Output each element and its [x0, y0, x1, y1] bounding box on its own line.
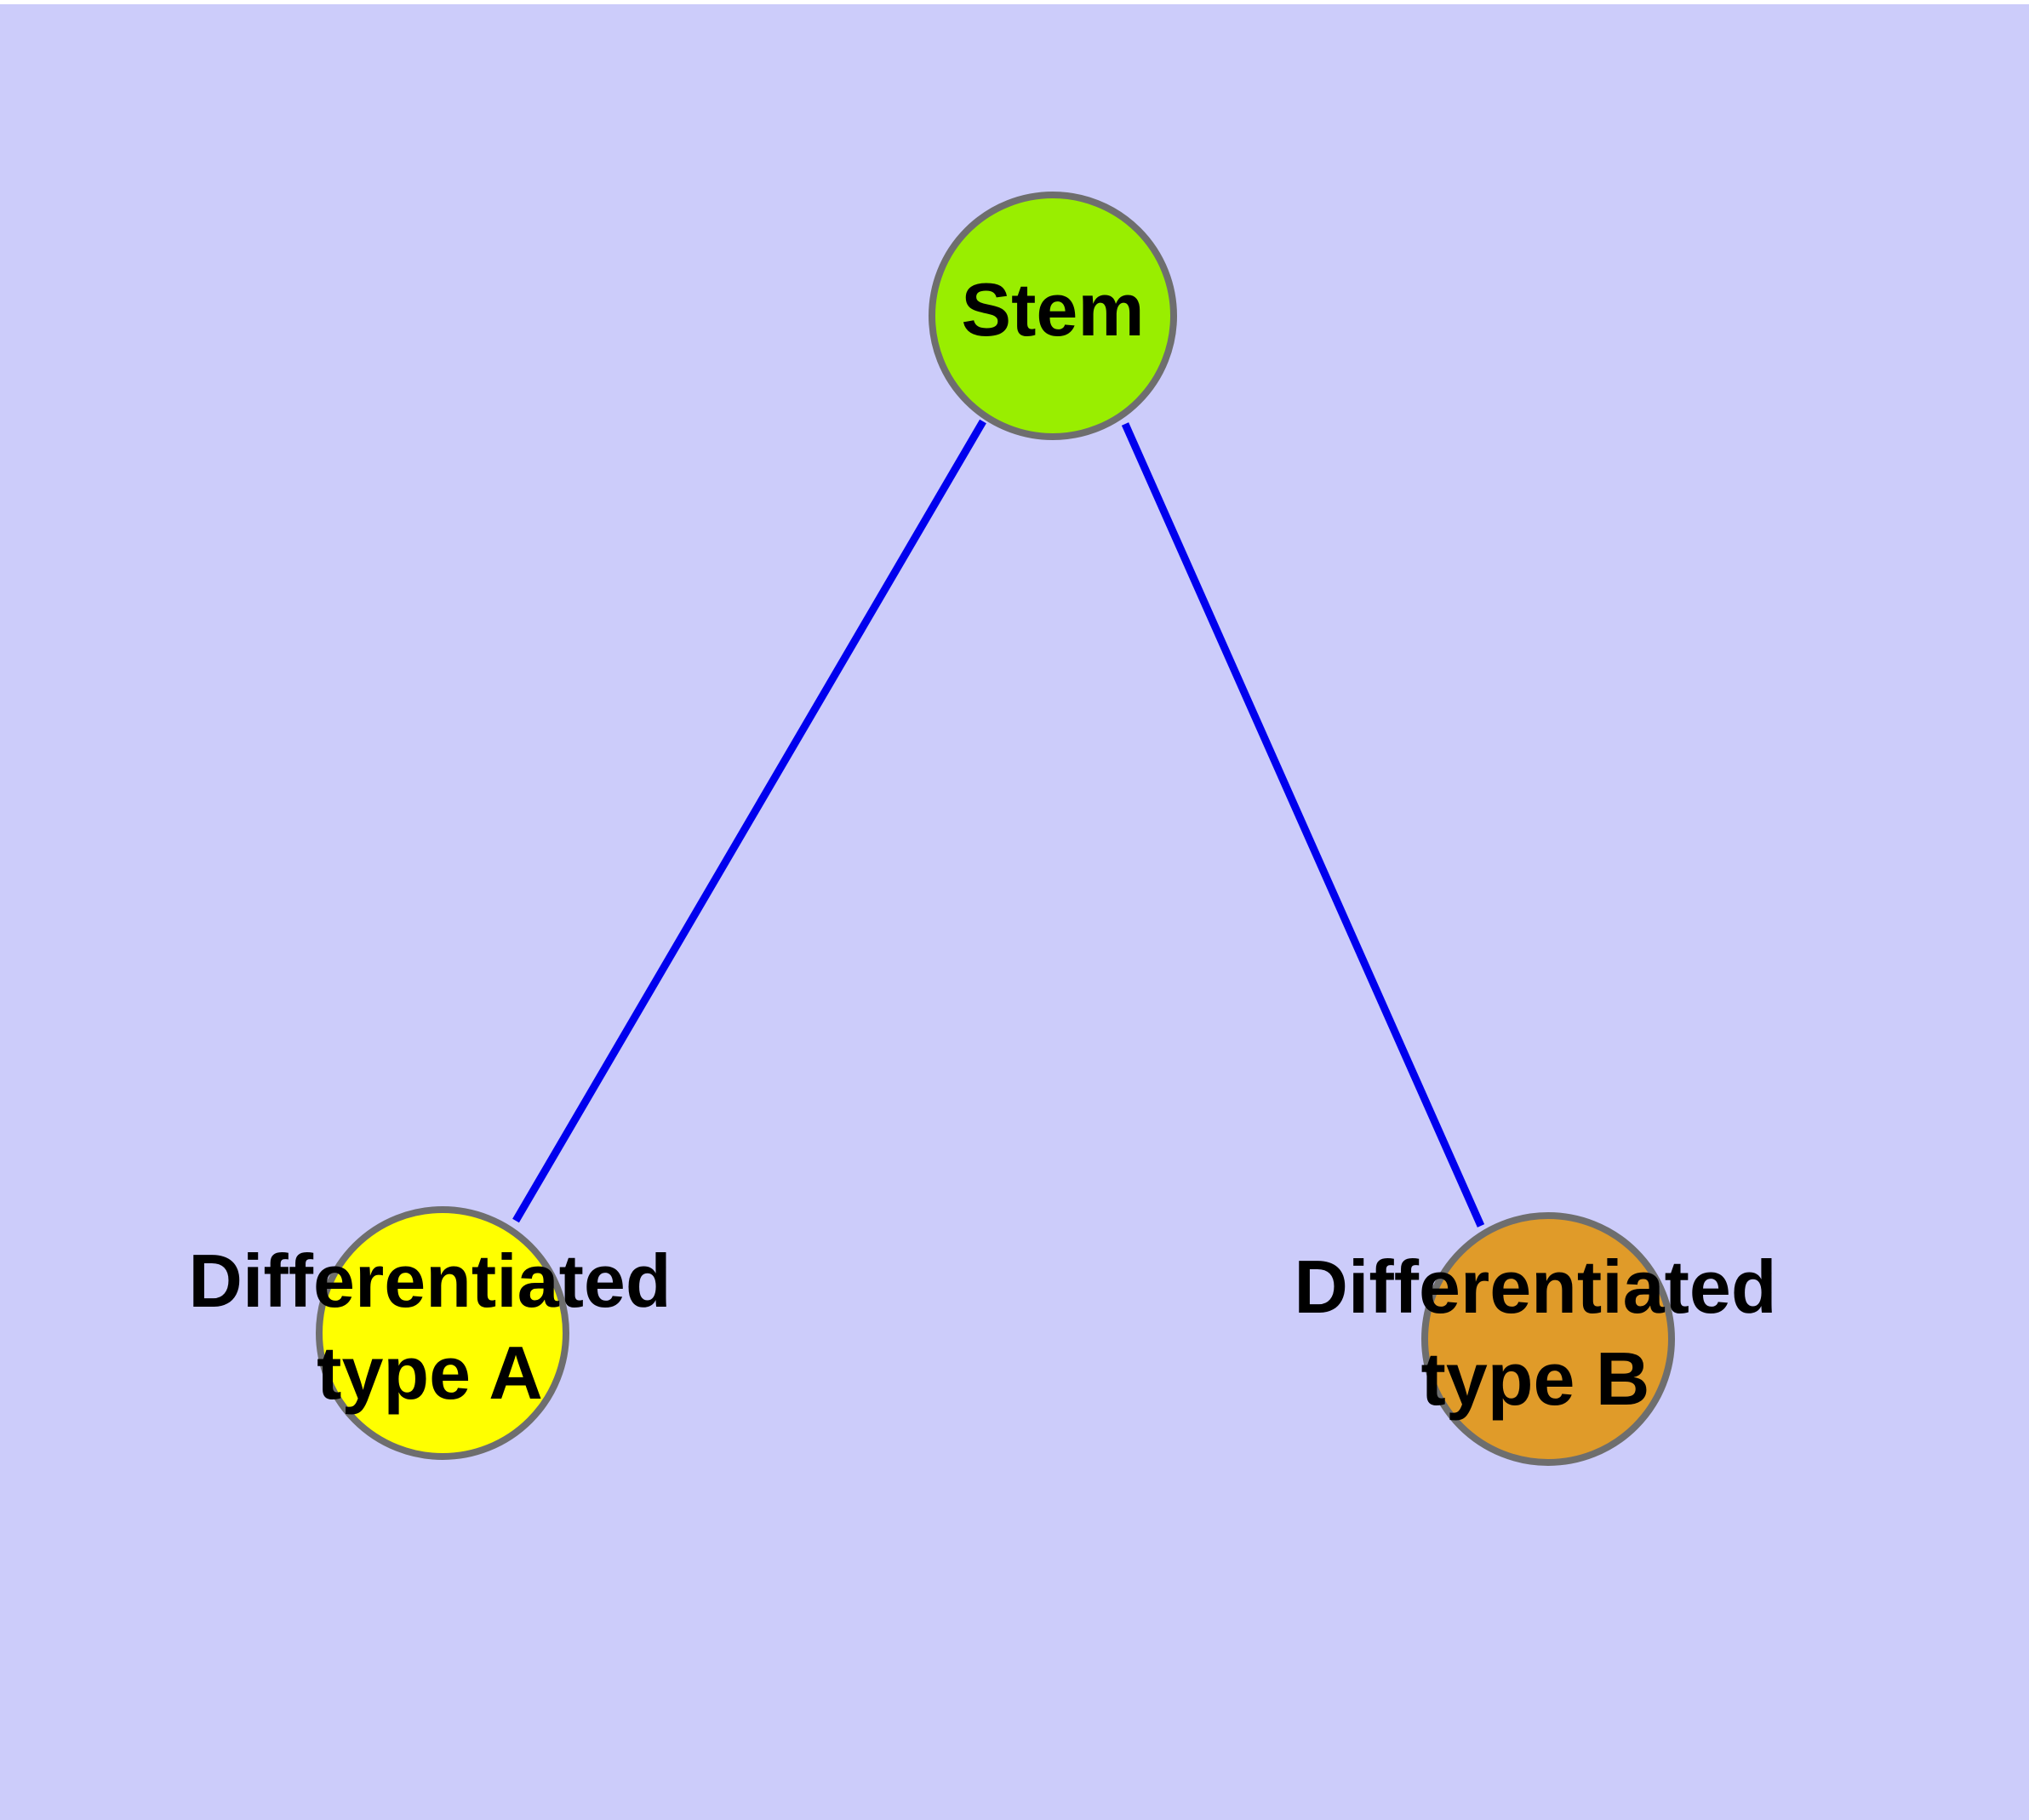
node-label-line: Differentiated [1294, 1245, 1776, 1329]
node-label-stem: Stem [961, 267, 1144, 352]
node-label-line: type B [1421, 1336, 1650, 1421]
node-label-line: Stem [961, 267, 1144, 352]
node-label-line: Differentiated [188, 1239, 671, 1323]
node-diff_a[interactable] [316, 1206, 569, 1460]
edges-layer [512, 419, 1485, 1228]
node-diff_b[interactable] [1421, 1212, 1675, 1466]
edge-stem-diff-b [1121, 422, 1485, 1228]
node-stem[interactable] [929, 192, 1177, 440]
edge-stem-diff-a [512, 419, 986, 1223]
nodes-layer [316, 192, 1675, 1466]
node-label-line: type A [317, 1331, 543, 1415]
